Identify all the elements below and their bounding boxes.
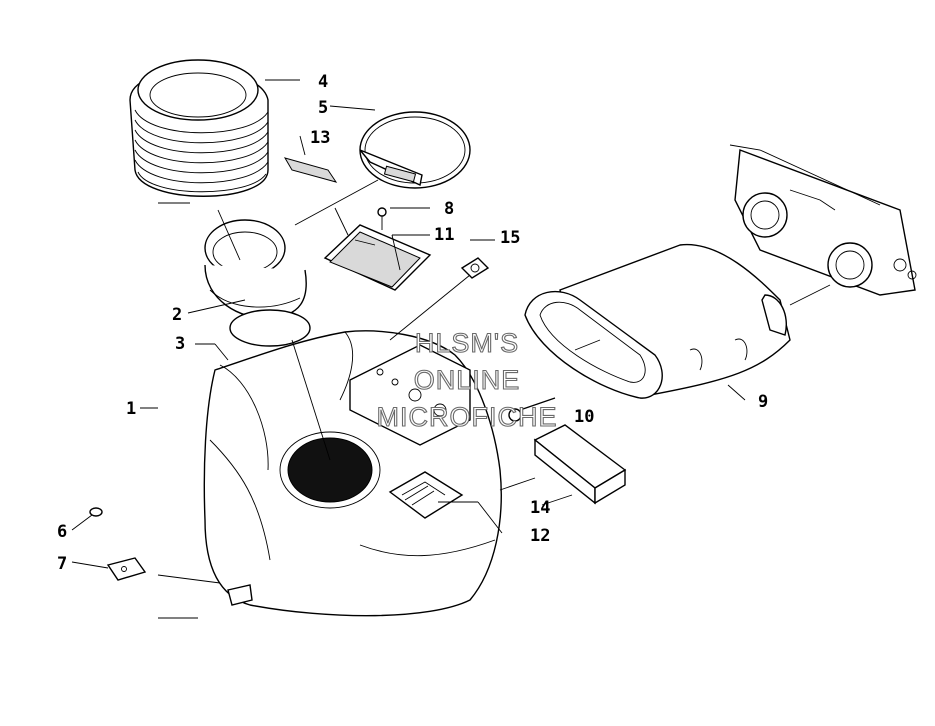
corrugated-bellows bbox=[129, 59, 269, 197]
watermark-line-2: ONLINE bbox=[414, 365, 521, 395]
watermark-line-1: HLSM'S bbox=[415, 328, 519, 358]
watermark-line-3: MICROFICHE bbox=[377, 402, 558, 432]
callout-4: 4 bbox=[318, 72, 328, 92]
callout-13: 13 bbox=[310, 128, 330, 148]
callout-15: 15 bbox=[500, 228, 520, 248]
bracket bbox=[106, 557, 147, 581]
callout-7: 7 bbox=[57, 554, 67, 574]
foam-block bbox=[533, 424, 627, 505]
callout-5: 5 bbox=[318, 98, 328, 118]
callout-8: 8 bbox=[444, 199, 454, 219]
callout-3: 3 bbox=[175, 334, 185, 354]
callout-14: 14 bbox=[530, 498, 550, 518]
leader-lines bbox=[71, 79, 831, 619]
intake-duct bbox=[524, 243, 791, 399]
air-silencer-box bbox=[203, 330, 502, 617]
callout-10: 10 bbox=[574, 407, 594, 427]
screw bbox=[377, 207, 387, 230]
watermark: HLSM'S ONLINE MICROFICHE bbox=[376, 327, 558, 432]
callout-12: 12 bbox=[530, 526, 550, 546]
hose-clamp bbox=[359, 111, 471, 189]
bolt bbox=[508, 397, 556, 422]
clip bbox=[460, 257, 490, 279]
rubber-boot bbox=[204, 219, 307, 319]
callout-6: 6 bbox=[57, 522, 67, 542]
callout-1: 1 bbox=[126, 399, 136, 419]
callout-11: 11 bbox=[434, 225, 454, 245]
callout-9: 9 bbox=[758, 392, 768, 412]
grommet bbox=[89, 507, 103, 517]
small-decal bbox=[283, 157, 338, 183]
callout-2: 2 bbox=[172, 305, 182, 325]
filter-pad bbox=[323, 224, 432, 291]
callout-labels: 1 2 3 4 5 6 7 8 9 10 11 12 13 14 15 bbox=[57, 72, 768, 574]
carburetor-assembly bbox=[729, 144, 917, 296]
gasket bbox=[229, 309, 311, 347]
warning-label bbox=[388, 471, 464, 519]
